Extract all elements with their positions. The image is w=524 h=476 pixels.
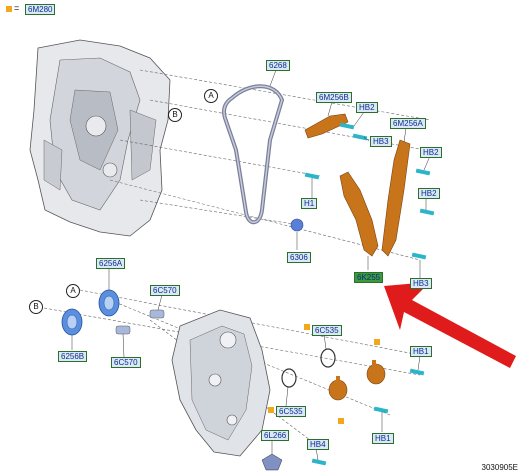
callout-a-lower: A — [66, 284, 80, 298]
front-cover-illustration — [171, 309, 271, 457]
upper-bolts — [304, 122, 435, 260]
label-hb2-low: HB2 — [418, 188, 440, 199]
label-bolt-b: 6C570 — [111, 357, 141, 368]
bolt-hb4 — [311, 458, 327, 466]
callout-a-upper: A — [204, 89, 218, 103]
label-hb2-top: HB2 — [356, 102, 378, 113]
dowel-a — [149, 309, 165, 319]
label-bolt-a: 6C570 — [150, 285, 180, 296]
vct-unit-lower — [328, 376, 348, 401]
label-hb2-mid: HB2 — [420, 147, 442, 158]
right-guide-rail — [381, 139, 411, 257]
mount-bracket — [261, 453, 283, 471]
label-tensioner-pin: 6306 — [287, 252, 311, 263]
marker-square — [304, 324, 310, 330]
label-hb1-upper: HB1 — [410, 346, 432, 357]
oring-upper — [320, 348, 336, 368]
label-hb4: HB4 — [307, 439, 329, 450]
label-h1: H1 — [301, 198, 318, 209]
figure-number: 3030905E — [481, 463, 518, 472]
front-seal-b — [61, 308, 83, 336]
dowel-b — [115, 325, 131, 335]
label-mount: 6L266 — [261, 430, 290, 441]
label-seal-b: 6256B — [58, 351, 88, 362]
label-hb3: HB3 — [370, 136, 392, 147]
callout-b-lower: B — [29, 300, 43, 314]
engine-block-illustration — [29, 39, 171, 237]
label-hb1-lower: HB1 — [372, 433, 394, 444]
label-chain: 6268 — [266, 60, 290, 71]
callout-b-upper: B — [168, 108, 182, 122]
bolt-hb1-lower — [373, 406, 389, 414]
marker-square — [268, 407, 274, 413]
legend-label: 6M280 — [25, 4, 56, 15]
timing-chain — [221, 84, 285, 225]
label-seal-a: 6256A — [96, 258, 126, 269]
label-oring-lower: 6C535 — [276, 406, 306, 417]
legend-equals: = — [14, 3, 20, 13]
bolt-hb1-upper — [409, 368, 425, 376]
label-guide-right: 6M256A — [390, 118, 426, 129]
marker-square — [338, 418, 344, 424]
label-tensioner-arm: 6K255 — [354, 272, 384, 283]
label-hb3-low: HB3 — [410, 278, 432, 289]
highlight-arrow — [384, 282, 516, 368]
upper-guide-rail — [304, 113, 349, 139]
tensioner-arm — [339, 171, 379, 257]
front-seal-a — [98, 289, 120, 317]
marker-square — [374, 339, 380, 345]
vct-unit-upper — [366, 360, 386, 385]
label-guide-upper: 6M256B — [316, 92, 352, 103]
label-leaders-lower — [71, 268, 421, 461]
label-oring-upper: 6C535 — [312, 325, 342, 336]
oring-lower — [281, 368, 297, 388]
legend-swatch — [6, 6, 12, 12]
tensioner-pin — [290, 218, 304, 232]
label-leaders-upper — [269, 69, 431, 278]
